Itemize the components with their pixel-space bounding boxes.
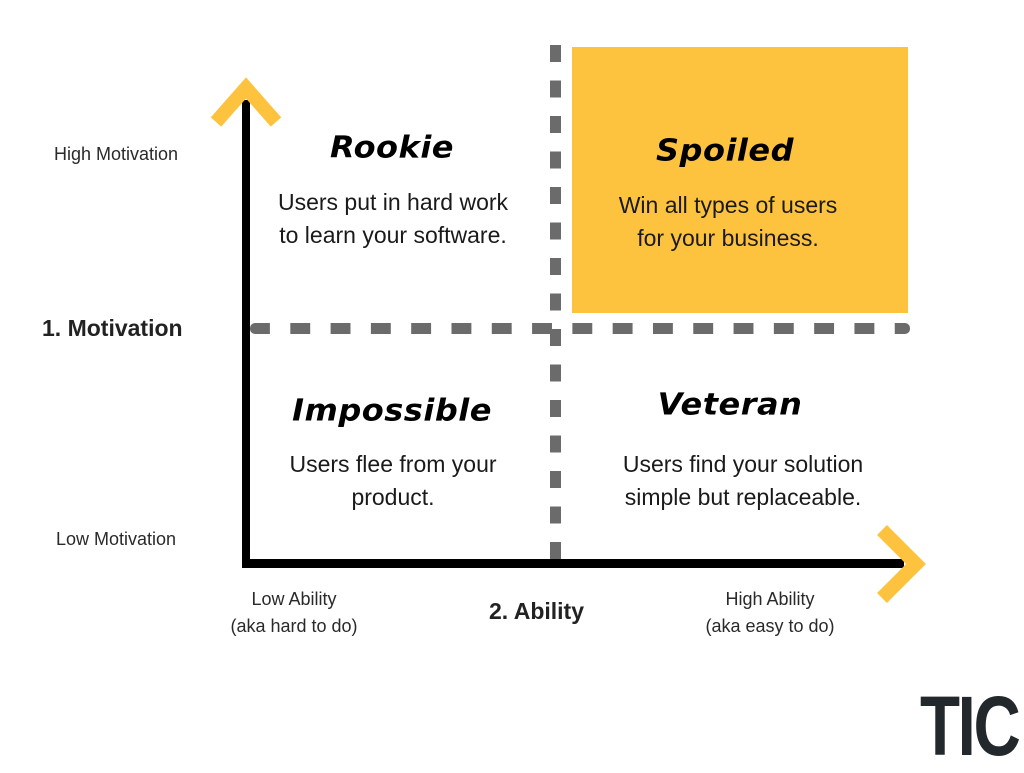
quadrant-title-veteran: Veteran — [657, 385, 803, 423]
quadrant-desc-veteran: Users find your solution simple but repl… — [622, 451, 864, 510]
arrow-up-icon — [210, 77, 282, 127]
spoiled-quadrant-highlight — [572, 47, 908, 313]
x-axis-title: 2. Ability — [489, 598, 584, 624]
y-axis-title: 1. Motivation — [42, 315, 183, 341]
high-motivation-label: High Motivation — [53, 144, 179, 164]
quadrant-desc-impossible: Users flee from your product. — [289, 451, 497, 510]
quadrant-title-impossible: Impossible — [292, 391, 492, 429]
quadrant-desc-rookie: Users put in hard work to learn your sof… — [277, 189, 509, 248]
quadrant-title-spoiled: Spoiled — [656, 131, 794, 169]
x-axis-line — [242, 559, 904, 568]
vertical-divider — [550, 45, 561, 560]
high-ability-label: High Ability (aka easy to do) — [705, 589, 835, 636]
low-ability-label: Low Ability (aka hard to do) — [230, 589, 358, 636]
tic-logo: TIC — [920, 679, 1021, 773]
low-motivation-label: Low Motivation — [55, 529, 177, 549]
horizontal-divider — [250, 323, 910, 334]
y-axis-line — [242, 100, 250, 568]
quadrant-title-rookie: Rookie — [330, 128, 454, 166]
arrow-right-icon — [877, 525, 926, 603]
quadrant-desc-spoiled: Win all types of users for your business… — [618, 192, 838, 251]
